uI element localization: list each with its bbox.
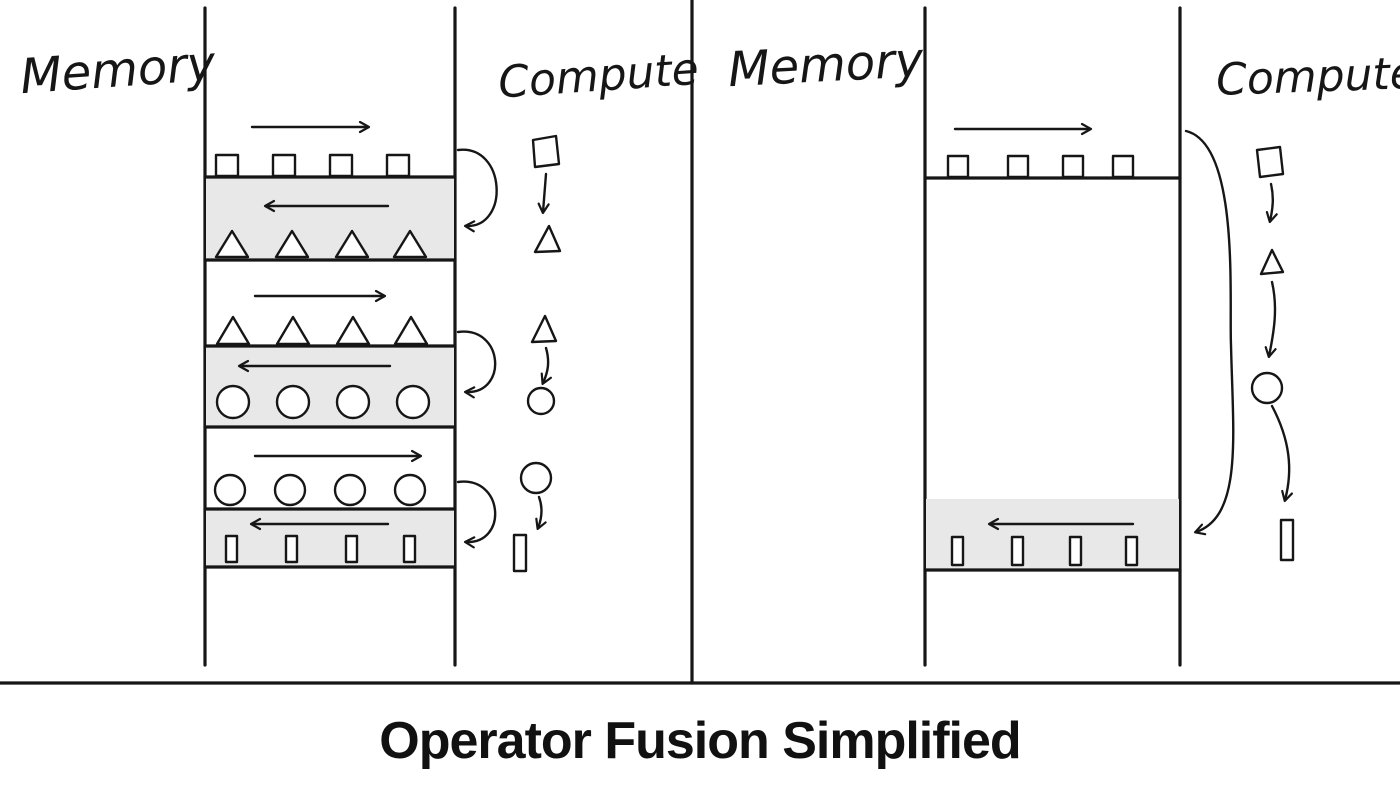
transform-arrow-down: [540, 346, 552, 386]
circle-icon: [393, 473, 427, 507]
triangle-icon: [1259, 248, 1285, 276]
bar-icon: [1124, 535, 1139, 567]
bar-icon: [344, 534, 359, 564]
roundtrip-loop-arrow-1: [456, 148, 498, 233]
circle-icon: [526, 386, 556, 416]
bar-row: [224, 534, 417, 564]
fused-panel: Memory Compute: [727, 6, 1400, 667]
fused-roundtrip-arrow: [1184, 129, 1235, 536]
square-icon: [214, 153, 240, 178]
square-row: [214, 153, 411, 178]
roundtrip-loop-arrow-3: [456, 480, 497, 549]
triangle-row: [215, 315, 429, 346]
transform-arrow-down: [1264, 280, 1277, 359]
compute-kernel-2: [526, 314, 558, 416]
circle-row: [215, 384, 431, 420]
triangle-row: [214, 229, 428, 259]
op2-load-store: [203, 289, 457, 429]
bar-icon: [224, 534, 239, 564]
triangle-icon: [533, 224, 562, 254]
writeback-band-3: [206, 509, 454, 567]
triangle-icon: [530, 314, 558, 344]
diagram-title: Operator Fusion Simplified: [379, 712, 1020, 770]
square-row: [946, 154, 1135, 179]
square-icon: [385, 153, 411, 178]
square-icon: [531, 134, 561, 169]
bar-icon: [950, 535, 965, 567]
square-icon: [946, 154, 970, 179]
circle-row: [213, 473, 427, 507]
bar-icon: [402, 534, 417, 564]
compute-kernel-3: [512, 461, 553, 573]
circle-icon: [1250, 371, 1284, 405]
circle-icon: [275, 384, 311, 420]
triangle-icon: [334, 229, 370, 259]
transform-arrow-down: [1265, 182, 1278, 224]
triangle-icon: [274, 229, 310, 259]
triangle-icon: [275, 315, 311, 346]
circle-icon: [215, 384, 251, 420]
compute-label: Compute: [497, 44, 701, 109]
op3-load-store: [203, 449, 457, 569]
square-icon: [1006, 154, 1030, 179]
compute-kernel-1: [531, 134, 562, 254]
circle-icon: [335, 384, 371, 420]
bar-icon: [1279, 518, 1295, 562]
bar-icon: [1068, 535, 1083, 567]
fused-compute-chain: [1250, 145, 1295, 562]
circle-icon: [213, 473, 247, 507]
triangle-icon: [335, 315, 371, 346]
square-icon: [1061, 154, 1085, 179]
triangle-icon: [393, 315, 429, 346]
compute-label: Compute: [1215, 48, 1400, 106]
bar-row: [950, 535, 1139, 567]
transform-arrow-down: [1270, 404, 1293, 503]
circle-icon: [519, 461, 553, 495]
circle-icon: [273, 473, 307, 507]
bar-icon: [1010, 535, 1025, 567]
square-icon: [1255, 145, 1285, 179]
transform-arrow-down: [537, 172, 550, 215]
square-icon: [328, 153, 354, 178]
triangle-icon: [392, 229, 428, 259]
memory-label: Memory: [18, 36, 217, 106]
op1-load-store: [203, 120, 457, 262]
memory-label: Memory: [727, 32, 925, 98]
triangle-icon: [215, 315, 251, 346]
square-icon: [271, 153, 297, 178]
circle-icon: [333, 473, 367, 507]
square-icon: [1111, 154, 1135, 179]
transform-arrow-down: [535, 495, 547, 531]
unfused-panel: Memory Compute: [18, 6, 701, 667]
bar-icon: [512, 533, 528, 573]
roundtrip-loop-arrow-2: [456, 330, 497, 399]
triangle-icon: [214, 229, 250, 259]
circle-icon: [395, 384, 431, 420]
bar-icon: [284, 534, 299, 564]
